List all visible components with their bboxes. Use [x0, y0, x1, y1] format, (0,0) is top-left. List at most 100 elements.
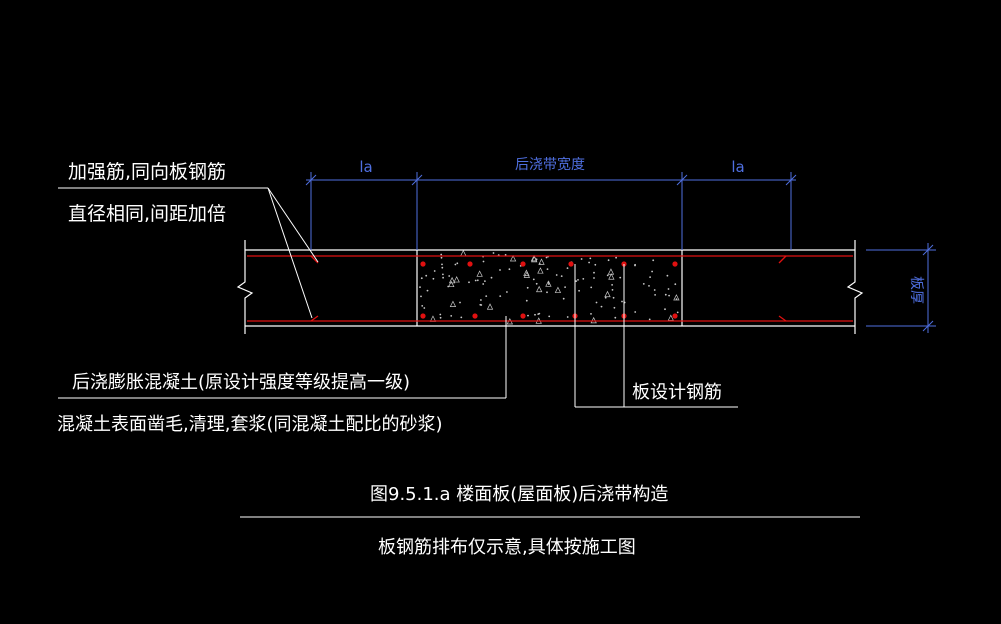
aggregate-dot — [582, 278, 585, 280]
aggregate-dot — [482, 260, 485, 263]
aggregate-dot — [590, 286, 593, 289]
concrete-note-line1: 后浇膨胀混凝土(原设计强度等级提高一级) — [72, 372, 410, 393]
aggregate-dot — [619, 276, 622, 279]
aggregate-dot — [648, 285, 650, 287]
aggregate-dot — [484, 280, 486, 282]
aggregate-dot — [439, 313, 442, 316]
aggregate-triangle — [453, 276, 460, 283]
aggregate-dot — [439, 316, 442, 319]
aggregate-dot — [433, 270, 436, 272]
dimension-lines — [305, 172, 936, 333]
aggregate-dot — [676, 311, 679, 314]
aggregate-dot — [456, 262, 459, 265]
aggregate-triangle — [604, 290, 611, 298]
aggregate-dot — [450, 315, 453, 317]
aggregate-dot — [538, 263, 541, 265]
aggregate-dot — [506, 291, 508, 293]
band-width-label: 后浇带宽度 — [515, 156, 585, 173]
aggregate-dot — [420, 295, 422, 298]
aggregate-dot — [621, 300, 623, 303]
aggregate-dot — [441, 263, 443, 266]
aggregate-triangle — [673, 294, 680, 301]
aggregate-dot — [532, 278, 535, 281]
leader-lines — [58, 187, 860, 518]
aggregate-dot — [664, 308, 666, 311]
aggregate-triangle — [448, 276, 456, 284]
aggregate-dot — [675, 298, 678, 300]
aggregate-dot — [534, 313, 536, 316]
right-top-hook — [778, 255, 787, 264]
aggregate-dot — [607, 259, 610, 262]
aggregate-dot — [423, 307, 426, 309]
aggregate-dot — [588, 261, 590, 264]
aggregate-dot — [479, 303, 482, 306]
aggregate-dot — [535, 282, 538, 285]
aggregate-dot — [555, 274, 558, 276]
aggregate-triangle — [448, 280, 455, 288]
aggregate-dot — [460, 316, 463, 319]
slab-rebar-label: 板设计钢筋 — [632, 382, 722, 403]
aggregate-dot — [578, 289, 580, 292]
aggregate-dot — [546, 268, 549, 270]
right-bottom-hook — [778, 315, 787, 322]
aggregate-dot — [595, 301, 598, 304]
concrete-note-line2: 混凝土表面凿毛,清理,套浆(同混凝土配比的砂浆) — [57, 414, 443, 435]
aggregate-dot — [566, 267, 569, 269]
figure-title: 图9.5.1.a 楼面板(屋面板)后浇带构造 — [370, 484, 668, 505]
aggregate-triangle — [486, 303, 494, 310]
aggregate-dot — [614, 316, 617, 319]
aggregate-dot — [666, 274, 669, 277]
aggregate-dot — [654, 294, 656, 296]
aggregate-dot — [492, 252, 495, 254]
aggregate-triangle — [535, 285, 543, 293]
aggregate-dot — [448, 275, 451, 277]
aggregate-triangle — [449, 300, 457, 307]
aggregate-dot — [545, 256, 548, 259]
aggregate-dot — [600, 305, 603, 308]
aggregate-dot — [580, 258, 583, 260]
aggregate-dot — [611, 284, 613, 286]
aggregate-dot — [593, 277, 595, 279]
aggregate-dot — [526, 286, 529, 289]
aggregate-dot — [421, 305, 424, 307]
aggregate-dot — [590, 313, 592, 315]
aggregate-dot — [653, 289, 656, 291]
aggregate-dot — [604, 296, 607, 299]
slab-outline — [236, 240, 864, 334]
aggregate-dot — [634, 264, 636, 267]
rebar-cross-sections — [420, 261, 678, 319]
la-left-label: la — [359, 158, 372, 176]
aggregate-dot — [420, 277, 423, 280]
aggregate-dot — [606, 274, 609, 277]
aggregate-dot — [440, 253, 443, 256]
aggregate-dot — [668, 294, 670, 297]
aggregate-dot — [468, 281, 470, 284]
left-break-line — [236, 240, 254, 334]
aggregate-dot — [425, 274, 428, 277]
aggregate-triangle — [537, 267, 544, 274]
aggregate-dot — [480, 299, 482, 301]
aggregate-dot — [634, 311, 637, 313]
post-cast-concrete-band — [417, 249, 682, 326]
aggregate-dot — [499, 295, 502, 297]
aggregate-dot — [459, 301, 461, 304]
aggregate-dot — [612, 296, 615, 299]
aggregate-dot — [560, 275, 563, 277]
aggregate-dot — [589, 257, 592, 260]
aggregate-dot — [593, 271, 595, 274]
aggregate-dot — [642, 283, 645, 285]
aggregate-dot — [432, 277, 435, 280]
aggregate-dot — [538, 312, 541, 315]
aggregate-triangle — [530, 254, 538, 262]
aggregate-dot — [611, 289, 614, 291]
aggregate-triangle — [608, 273, 615, 280]
aggregate-dot — [651, 270, 653, 273]
aggregate-dot — [548, 315, 551, 318]
aggregate-dot — [474, 279, 477, 282]
aggregate-dot — [674, 283, 677, 286]
aggregate-dot — [419, 286, 421, 288]
aggregate-triangle — [590, 316, 597, 324]
aggregate-dot — [508, 268, 511, 271]
aggregate-dot — [440, 256, 443, 259]
